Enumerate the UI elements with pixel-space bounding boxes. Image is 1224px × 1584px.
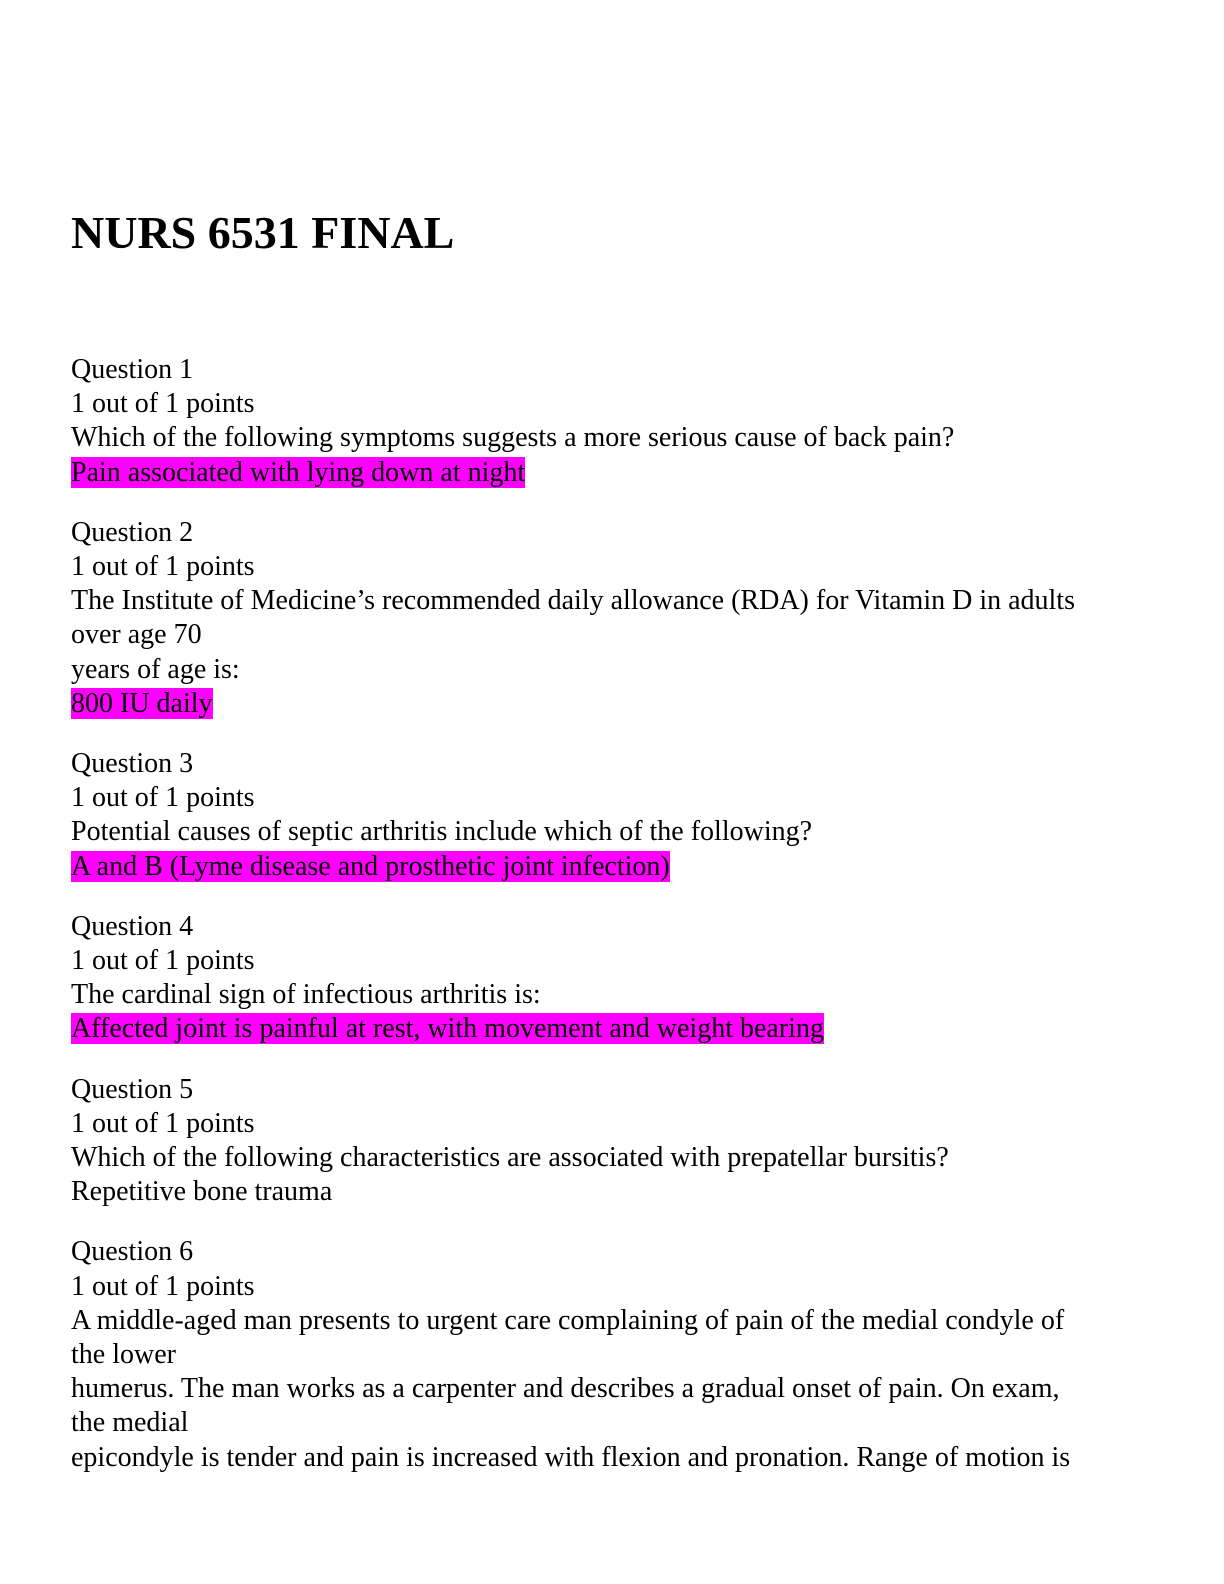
highlighted-answer: A and B (Lyme disease and prosthetic joi… bbox=[71, 850, 670, 882]
question-text-line: Which of the following symptoms suggests… bbox=[71, 422, 955, 454]
question-score: 1 out of 1 points bbox=[71, 388, 255, 420]
question-score: 1 out of 1 points bbox=[71, 782, 255, 814]
answer-line: A and B (Lyme disease and prosthetic joi… bbox=[71, 850, 1171, 884]
question-text-line: Potential causes of septic arthritis inc… bbox=[71, 816, 813, 848]
question-score: 1 out of 1 points bbox=[71, 551, 255, 583]
question-1: Question 1 1 out of 1 points Which of th… bbox=[71, 353, 1171, 490]
question-text-line: the lower bbox=[71, 1339, 176, 1371]
question-text-line: Which of the following characteristics a… bbox=[71, 1142, 949, 1174]
question-label: Question 6 bbox=[71, 1236, 194, 1268]
question-score: 1 out of 1 points bbox=[71, 1270, 255, 1302]
answer-line: Pain associated with lying down at night bbox=[71, 456, 1171, 490]
question-5: Question 5 1 out of 1 points Which of th… bbox=[71, 1073, 1171, 1210]
answer-line: Affected joint is painful at rest, with … bbox=[71, 1012, 1171, 1046]
document-title: NURS 6531 FINAL bbox=[71, 207, 455, 258]
question-text-line: humerus. The man works as a carpenter an… bbox=[71, 1373, 1060, 1405]
question-label: Question 5 bbox=[71, 1073, 194, 1105]
highlighted-answer: Pain associated with lying down at night bbox=[71, 456, 526, 488]
question-text-line: years of age is: bbox=[71, 653, 240, 685]
question-text-line: The cardinal sign of infectious arthriti… bbox=[71, 979, 541, 1011]
question-3: Question 3 1 out of 1 points Potential c… bbox=[71, 747, 1171, 884]
question-text-line: epicondyle is tender and pain is increas… bbox=[71, 1441, 1071, 1473]
question-text-line: A middle-aged man presents to urgent car… bbox=[71, 1304, 1065, 1336]
answer-line: 800 IU daily bbox=[71, 687, 1171, 721]
question-label: Question 3 bbox=[71, 748, 194, 780]
question-label: Question 1 bbox=[71, 354, 194, 385]
question-score: 1 out of 1 points bbox=[71, 1107, 255, 1139]
question-4: Question 4 1 out of 1 points The cardina… bbox=[71, 910, 1171, 1047]
question-score: 1 out of 1 points bbox=[71, 945, 255, 977]
highlighted-answer: Affected joint is painful at rest, with … bbox=[71, 1013, 824, 1045]
highlighted-answer: 800 IU daily bbox=[71, 687, 213, 719]
question-text-line: the medial bbox=[71, 1407, 189, 1439]
answer-line: Repetitive bone trauma bbox=[71, 1176, 333, 1208]
question-6: Question 6 1 out of 1 points A middle-ag… bbox=[71, 1235, 1171, 1474]
question-list: Question 1 1 out of 1 points Which of th… bbox=[71, 353, 1171, 1501]
question-2: Question 2 1 out of 1 points The Institu… bbox=[71, 516, 1171, 721]
question-label: Question 2 bbox=[71, 516, 194, 548]
question-text-line: The Institute of Medicine’s recommended … bbox=[71, 585, 1075, 617]
question-label: Question 4 bbox=[71, 910, 194, 942]
question-text-line: over age 70 bbox=[71, 619, 202, 651]
